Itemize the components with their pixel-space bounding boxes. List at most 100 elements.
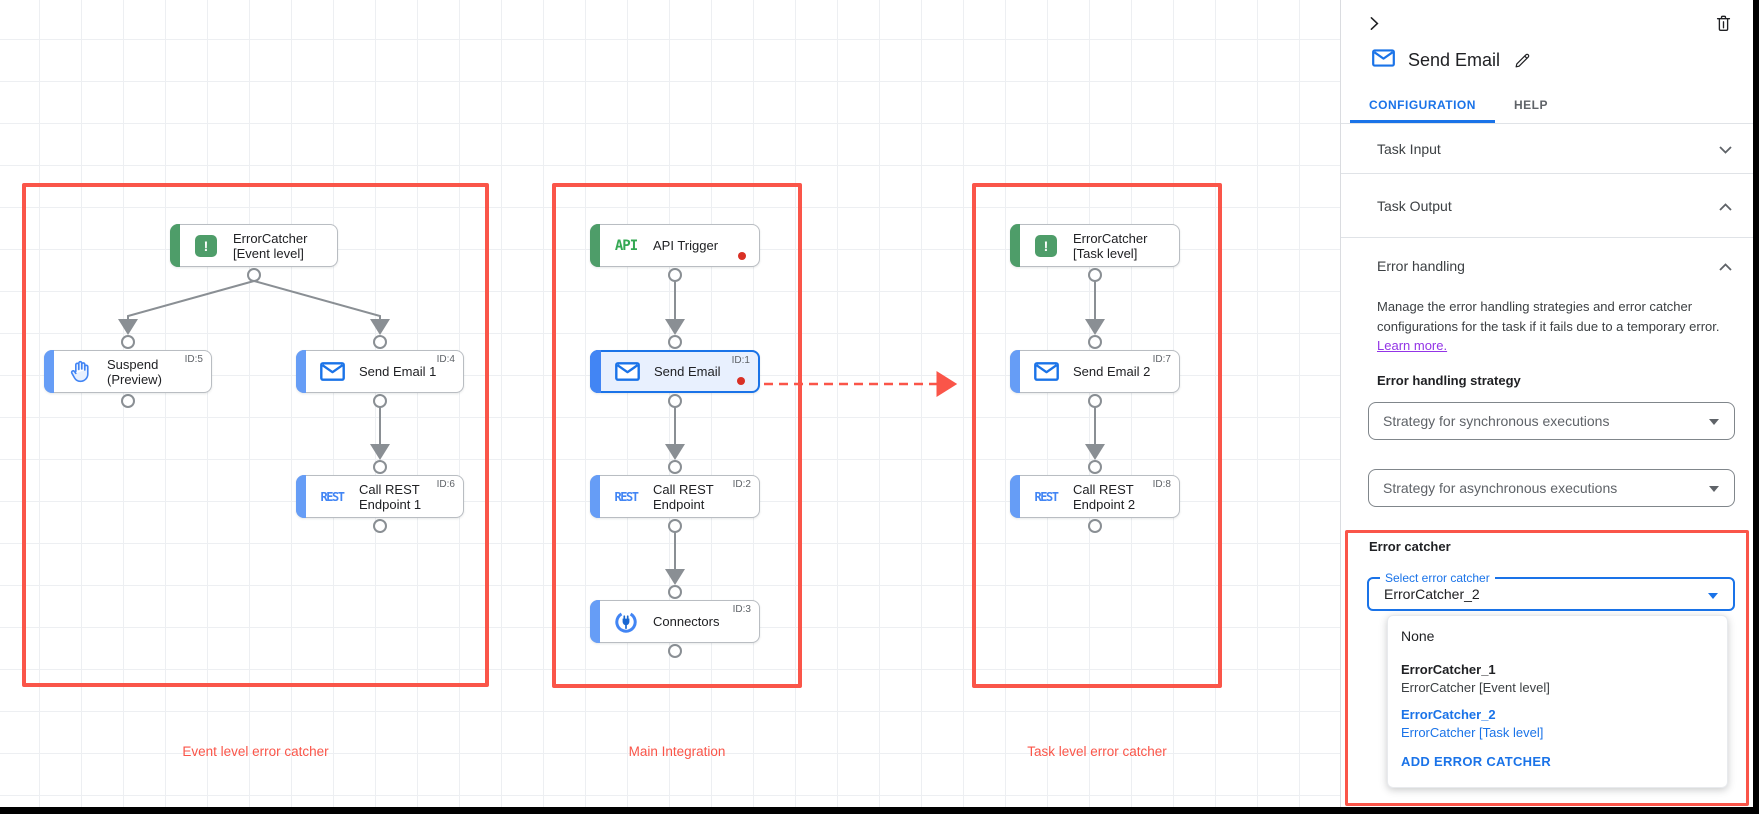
accent-bar <box>590 600 600 643</box>
node-title: ErrorCatcher[Task level] <box>1073 230 1148 261</box>
node-id-badge: ID:5 <box>184 354 203 365</box>
section-task-output[interactable]: Task Output <box>1341 174 1759 238</box>
group-rect-0 <box>22 183 489 687</box>
node-title: Suspend(Preview) <box>107 356 162 387</box>
error-catcher-value: ErrorCatcher_2 <box>1384 586 1480 602</box>
accent-bar <box>590 224 600 267</box>
node-id-badge: ID:1 <box>731 355 750 366</box>
accent-bar <box>296 475 306 518</box>
rest-icon: REST <box>1034 489 1059 504</box>
task-config-panel: Send Email CONFIGURATION HELP Task Input… <box>1340 0 1759 814</box>
node-title: Send Email <box>654 364 721 379</box>
menu-item-none[interactable]: None <box>1401 628 1435 644</box>
error-catcher-label: Error catcher <box>1369 539 1451 554</box>
option-detail: ErrorCatcher [Event level] <box>1401 680 1550 695</box>
group-rect-1 <box>552 183 802 688</box>
panel-tabs: CONFIGURATION HELP <box>1341 90 1759 124</box>
accent-bar <box>590 475 600 518</box>
edit-indicator-dot <box>738 252 746 260</box>
group-caption: Event level error catcher <box>182 744 329 759</box>
sync-strategy-select[interactable]: Strategy for synchronous executions <box>1368 401 1735 440</box>
node-suspend-preview[interactable]: Suspend(Preview) ID:5 <box>44 350 212 393</box>
node-errorcatcher-event-level[interactable]: ! ErrorCatcher[Event level] <box>170 224 338 267</box>
option-name: ErrorCatcher_1 <box>1401 662 1496 677</box>
caret-down-icon <box>1709 485 1719 492</box>
node-id-badge: ID:4 <box>436 354 455 365</box>
node-send-email[interactable]: Send Email ID:1 <box>590 350 760 393</box>
error-handling-strategy-label: Error handling strategy <box>1377 372 1521 388</box>
mail-icon <box>319 362 345 381</box>
error-catcher-highlight-rect <box>1345 530 1749 806</box>
task-title: Send Email <box>1408 50 1501 70</box>
mail-icon <box>1033 362 1059 381</box>
group-caption: Task level error catcher <box>1027 744 1167 759</box>
node-errorcatcher-task-level[interactable]: ! ErrorCatcher[Task level] <box>1010 224 1180 267</box>
send-email-icon <box>1372 49 1395 72</box>
edit-indicator-dot <box>737 377 745 385</box>
select-error-catcher-label: Select error catcher <box>1380 571 1495 585</box>
node-connectors[interactable]: Connectors ID:3 <box>590 600 760 643</box>
group-caption: Main Integration <box>628 744 726 759</box>
error-catcher-section: Error catcher Select error catcher Error… <box>1367 539 1736 788</box>
edit-title-icon[interactable] <box>1513 52 1531 70</box>
accent-bar <box>1010 224 1020 267</box>
mail-icon <box>614 362 640 381</box>
section-task-input[interactable]: Task Input <box>1341 124 1759 174</box>
tab-help[interactable]: HELP <box>1513 98 1548 112</box>
node-api-trigger[interactable]: API API Trigger <box>590 224 760 267</box>
section-error-handling[interactable]: Error handling <box>1341 238 1759 294</box>
node-title: ErrorCatcher[Event level] <box>233 230 308 261</box>
integration-canvas[interactable]: Event level error catcher Main Integratio… <box>0 0 1340 814</box>
rest-icon: REST <box>320 489 345 504</box>
accent-bar <box>296 350 306 393</box>
node-id-badge: ID:8 <box>1152 479 1171 490</box>
flow-edges <box>118 268 1105 658</box>
async-strategy-select[interactable]: Strategy for asynchronous executions <box>1368 468 1735 507</box>
node-id-badge: ID:2 <box>732 479 751 490</box>
accent-bar <box>1010 350 1020 393</box>
window-edge-bottom <box>0 807 1759 814</box>
tab-configuration[interactable]: CONFIGURATION <box>1350 90 1495 123</box>
caret-down-icon <box>1708 593 1718 599</box>
option-name: ErrorCatcher_2 <box>1401 707 1496 722</box>
error-catcher-select[interactable]: Select error catcher ErrorCatcher_2 <box>1367 571 1735 611</box>
add-error-catcher-button[interactable]: ADD ERROR CATCHER <box>1401 754 1552 769</box>
hand-icon <box>70 360 89 383</box>
option-detail: ErrorCatcher [Task level] <box>1401 725 1544 740</box>
node-title: Connectors <box>653 614 720 629</box>
node-id-badge: ID:6 <box>436 479 455 490</box>
learn-more-link[interactable]: Learn more. <box>1377 338 1448 353</box>
node-id-badge: ID:7 <box>1152 354 1171 365</box>
node-id-badge: ID:3 <box>732 604 751 615</box>
error-handling-description: Manage the error handling strategies and… <box>1377 299 1720 353</box>
collapse-panel-icon[interactable] <box>1365 15 1382 32</box>
error-catcher-icon: ! <box>195 234 217 257</box>
node-title: API Trigger <box>653 238 719 253</box>
caret-down-icon <box>1709 418 1719 425</box>
delete-task-icon[interactable] <box>1714 13 1733 33</box>
error-catcher-icon: ! <box>1035 234 1057 257</box>
chevron-up-icon <box>1719 198 1732 214</box>
connectors-icon <box>615 610 637 633</box>
chevron-down-icon <box>1719 141 1732 157</box>
accent-bar <box>1010 475 1020 518</box>
window-edge-right <box>1753 0 1759 814</box>
node-title: Send Email 1 <box>359 364 437 379</box>
accent-bar <box>590 350 601 393</box>
rest-icon: REST <box>614 489 639 504</box>
api-icon: API <box>614 237 638 254</box>
accent-bar <box>44 350 54 393</box>
accent-bar <box>170 224 180 267</box>
group-rect-2 <box>972 183 1222 688</box>
